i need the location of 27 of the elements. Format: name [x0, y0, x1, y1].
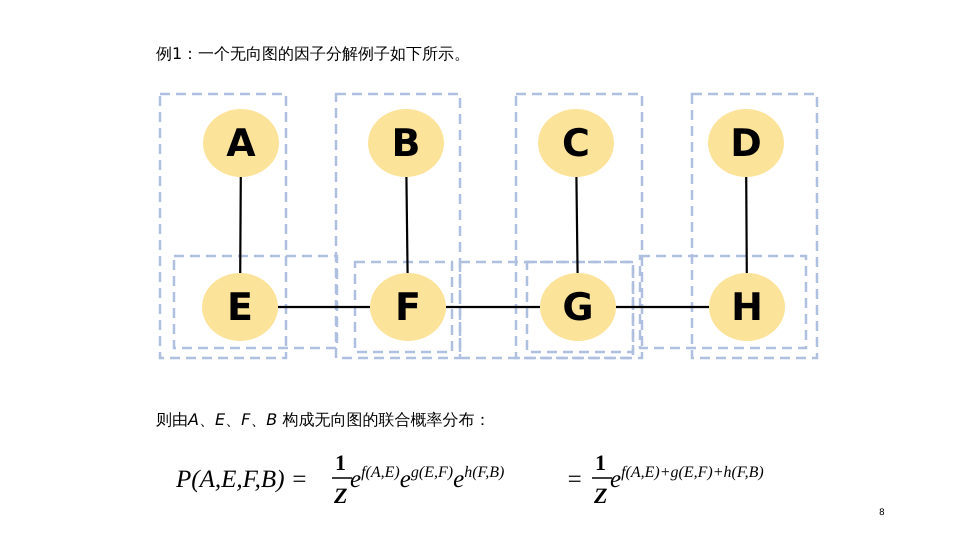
- edge-line: [616, 306, 709, 308]
- sentence-start: 则由: [156, 410, 188, 431]
- node-label: H: [731, 285, 763, 329]
- sentence: A、E、F、B 构成无向图的联合概率分布：: [188, 410, 490, 431]
- edge-line: [575, 176, 579, 274]
- node-label: A: [226, 121, 256, 165]
- edge-line: [405, 176, 409, 274]
- formula-text: =: [566, 466, 583, 494]
- edge-line: [239, 177, 242, 273]
- formula-text: e$^{f(A,E)}$e$^{g(E,F)}$e$^{h(F,B)}$: [350, 464, 504, 494]
- edge-line: [745, 177, 748, 273]
- node-label: G: [562, 285, 594, 329]
- node-label: D: [730, 121, 762, 165]
- node-label: B: [392, 121, 420, 165]
- page-number: 8: [879, 508, 885, 518]
- edge-line: [278, 306, 370, 308]
- fraction-numerator: 1: [335, 450, 346, 476]
- node-label: C: [562, 121, 590, 165]
- edge-line: [446, 306, 540, 308]
- fraction-denominator: Z: [334, 483, 348, 509]
- title: 例1：一个无向图的因子分解例子如下所示。: [156, 44, 470, 65]
- formula-text: e$^{f(A,E)+g(E,F)+h(F,B)}$: [610, 464, 764, 494]
- formula-text: P(A,E,F,B) =: [176, 466, 308, 494]
- fraction-denominator: Z: [594, 483, 608, 509]
- fraction-numerator: 1: [595, 450, 606, 476]
- node-label: F: [395, 285, 421, 329]
- node-label: E: [227, 285, 253, 329]
